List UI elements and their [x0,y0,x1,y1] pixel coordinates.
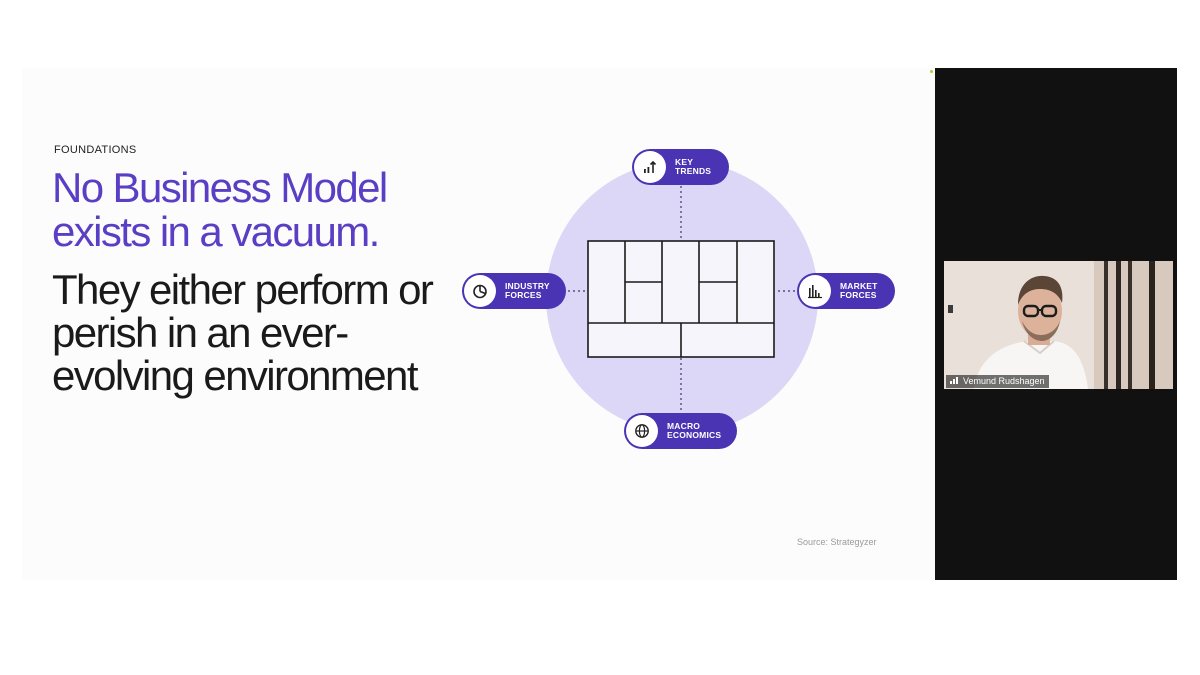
industry-forces-label: INDUSTRY FORCES [505,281,550,300]
participant-name: Vemund Rudshagen [963,376,1045,386]
business-model-canvas [587,240,775,358]
signal-bars-icon [950,375,960,388]
industry-forces-badge: INDUSTRY FORCES [462,273,566,309]
slide-subline: They either perform or perish in an ever… [52,266,434,399]
market-forces-label: MARKET FORCES [840,281,878,300]
participant-video-panel: Vemund Rudshagen [935,68,1177,580]
participant-video-tile[interactable]: Vemund Rudshagen [944,261,1173,389]
key-trends-badge: KEY TRENDS [632,149,729,185]
business-model-environment-diagram [546,161,818,433]
macro-economics-label: MACRO ECONOMICS [667,421,722,440]
status-dot [930,70,933,73]
participant-video-feed [944,261,1173,389]
bar-chart-icon [799,275,831,307]
slide-eyebrow: FOUNDATIONS [54,144,137,156]
key-trends-label: KEY TRENDS [675,157,712,176]
presentation-slide: FOUNDATIONS No Business Model exists in … [22,68,935,580]
globe-icon [626,415,658,447]
slide-source: Source: Strategyzer [797,537,877,547]
macro-economics-badge: MACRO ECONOMICS [624,413,737,449]
trend-arrow-icon [634,151,666,183]
market-forces-badge: MARKET FORCES [797,273,895,309]
participant-name-tag: Vemund Rudshagen [946,375,1049,388]
pie-chart-icon [464,275,496,307]
slide-headline: No Business Model exists in a vacuum. [52,164,388,255]
